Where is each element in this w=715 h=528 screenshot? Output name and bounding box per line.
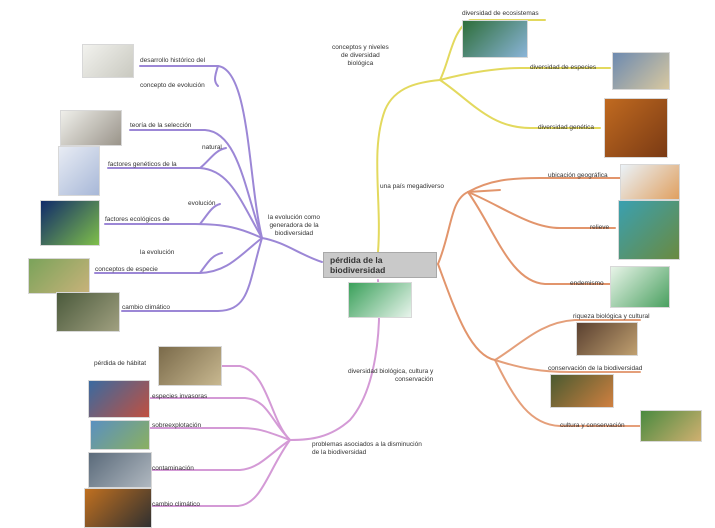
pink-trunk: [289, 279, 381, 441]
purple-branch-lines: [94, 65, 323, 312]
central-topic[interactable]: pérdida de la biodiversidad: [323, 252, 437, 278]
orange-link-1: [467, 177, 621, 193]
pink-left-item-3[interactable]: sobreexplotación: [152, 422, 202, 429]
orange-trunk: [437, 189, 501, 265]
purple-fringe-2: [199, 203, 221, 225]
pink-right-hub-line-1: diversidad biológica, cultura y: [348, 368, 434, 375]
pink-right-item-2[interactable]: conservación de la biodiversidad: [548, 365, 643, 372]
purple-hub-label[interactable]: la evolución como generadora de la biodi…: [268, 214, 320, 238]
orange-item-2[interactable]: relieve: [590, 224, 610, 231]
purple-fringe-3: [199, 252, 223, 274]
pink-right-item-3[interactable]: cultura y conservación: [560, 422, 625, 429]
purple-item-1[interactable]: desarrollo histórico del: [140, 57, 206, 64]
pink-left-link-2: [149, 397, 291, 441]
pink-right-branch-lines: [494, 319, 641, 427]
central-topic-line-2: biodiversidad: [330, 265, 386, 275]
orange-link-4: [437, 263, 496, 361]
pink-left-item-2[interactable]: especies invasoras: [152, 393, 208, 400]
pink-left-item-1[interactable]: pérdida de hábitat: [94, 360, 147, 367]
habitat-loss-image: [158, 346, 222, 386]
central-planet-image: [348, 282, 412, 318]
climate-change-image: [56, 292, 120, 332]
genetics-table-image: [58, 146, 100, 196]
biological-cultural-image: [576, 322, 638, 356]
yellow-item-3[interactable]: diversidad genética: [538, 124, 595, 131]
purple-fringe-4: [214, 65, 219, 87]
pink-left-hub-line-1: problemas asociados a la disminución: [312, 441, 422, 448]
yellow-link-2: [439, 67, 611, 81]
pink-left-hub-line-2: de la biodiversidad: [312, 449, 367, 456]
overexploitation-image: [90, 420, 150, 450]
pink-right-link-1: [494, 319, 641, 361]
purple-link-1: [139, 65, 263, 239]
species-concept-image: [28, 258, 90, 294]
natural-selection-image: [60, 110, 122, 146]
purple-link-3: [107, 167, 263, 239]
purple-item-2[interactable]: concepto de evolución: [140, 82, 205, 89]
orange-link-2: [467, 191, 616, 229]
orange-branch-lines: [437, 177, 621, 361]
pink-left-link-3: [149, 427, 291, 441]
yellow-trunk: [376, 79, 441, 253]
yellow-link-3: [439, 79, 601, 129]
yellow-item-1[interactable]: diversidad de ecosistemas: [462, 10, 539, 17]
purple-link-2: [129, 129, 263, 239]
orange-item-1[interactable]: ubicación geográfica: [548, 172, 608, 179]
genetic-diversity-image: [604, 98, 668, 158]
yellow-hub-line-1: conceptos y niveles: [332, 44, 389, 51]
conservation-image: [550, 374, 614, 408]
pink-right-hub-line-2: conservación: [394, 376, 434, 383]
yellow-hub-line-3: biológica: [347, 60, 374, 67]
purple-item-10[interactable]: cambio climático: [122, 304, 171, 311]
purple-link-6: [121, 237, 263, 312]
pink-left-link-4: [149, 439, 291, 471]
pink-right-hub-label[interactable]: diversidad biológica, cultura y conserva…: [348, 368, 433, 384]
purple-item-6[interactable]: evolución: [188, 200, 216, 207]
pink-right-link-2: [494, 359, 641, 373]
pink-right-link-3: [494, 359, 641, 427]
purple-item-5[interactable]: factores genéticos de la: [108, 161, 177, 168]
endemism-image: [610, 266, 670, 308]
yellow-hub-label[interactable]: conceptos y niveles de diversidad biológ…: [332, 44, 389, 68]
pink-left-item-4[interactable]: contaminación: [152, 465, 194, 472]
purple-item-3[interactable]: teoría de la selección: [130, 122, 192, 129]
yellow-hub-line-2: de diversidad: [341, 52, 380, 59]
species-diversity-image: [612, 52, 670, 90]
purple-link-4: [104, 223, 263, 239]
map-location-image: [620, 164, 680, 200]
evolution-history-image: [82, 44, 134, 78]
pink-left-hub-label[interactable]: problemas asociados a la disminución de …: [312, 441, 422, 457]
central-topic-line-1: pérdida de la: [330, 255, 383, 265]
purple-fringe-1: [199, 147, 227, 169]
pink-left-link-5: [149, 439, 291, 507]
orange-item-3[interactable]: endemismo: [570, 280, 604, 287]
orange-hub-label[interactable]: una país megadiverso: [380, 183, 444, 190]
orange-link-3: [467, 191, 611, 285]
purple-hub-line-1: la evolución como: [268, 214, 321, 221]
pink-right-item-1[interactable]: riqueza biológica y cultural: [573, 313, 650, 320]
pink-left-item-5[interactable]: cambio climático: [152, 501, 201, 508]
purple-item-8[interactable]: la evolución: [140, 249, 175, 256]
purple-hub-line-2: generadora de la: [269, 222, 319, 229]
purple-item-7[interactable]: factores ecológicos de: [105, 216, 170, 223]
ecosystems-image: [462, 20, 528, 58]
purple-hub-line-3: biodiversidad: [274, 230, 314, 237]
climate-change-image-2: [84, 488, 152, 528]
yellow-item-2[interactable]: diversidad de especies: [530, 64, 597, 71]
purple-item-4[interactable]: natural: [202, 144, 222, 151]
pink-left-branch-lines: [149, 279, 381, 507]
invasive-species-image: [88, 380, 150, 418]
ecology-globe-image: [40, 200, 100, 246]
culture-conservation-image: [640, 410, 702, 442]
relief-map-image: [618, 200, 680, 260]
purple-item-9[interactable]: conceptos de especie: [95, 266, 158, 273]
purple-trunk: [261, 237, 323, 263]
pollution-image: [88, 452, 152, 488]
